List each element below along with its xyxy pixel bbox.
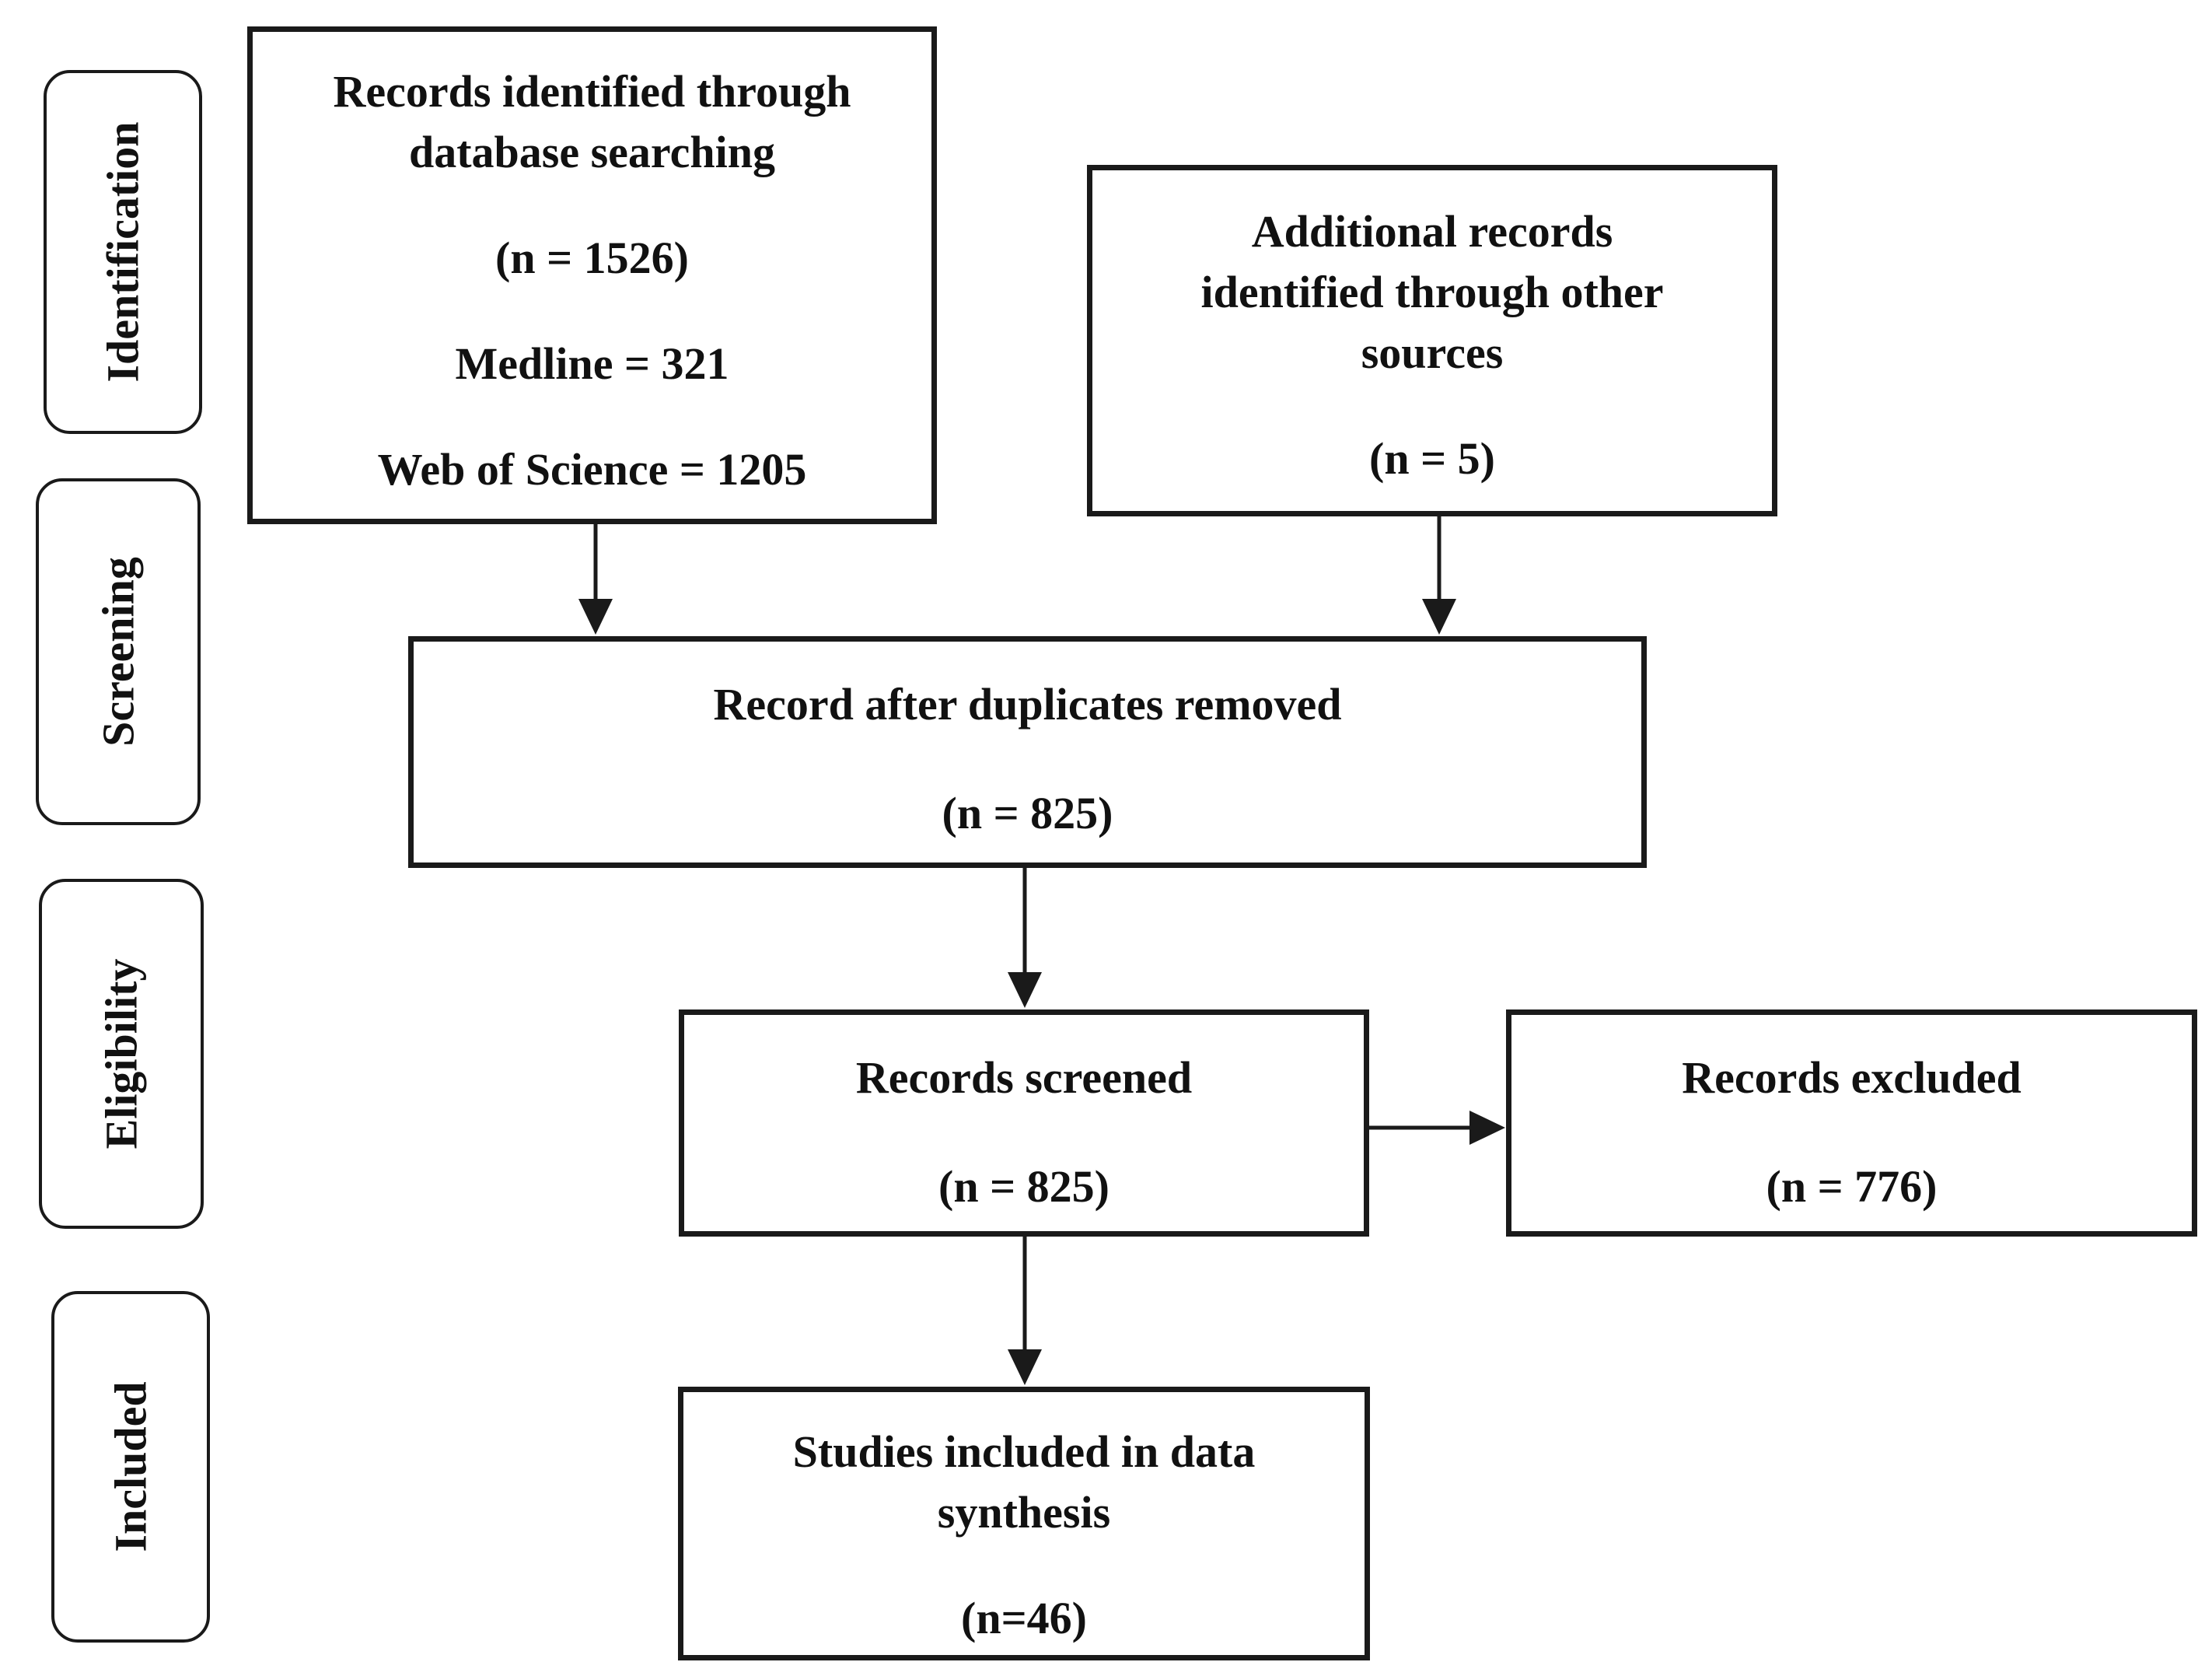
duplicates-removed-box: Record after duplicates removed (n = 825…: [408, 636, 1647, 868]
database-records-count: (n = 1526): [495, 233, 689, 283]
stage-eligibility: Eligibility: [39, 879, 204, 1229]
other-sources-box: Additional records identified through ot…: [1087, 165, 1777, 516]
medline-count: Medline = 321: [455, 338, 729, 389]
arrowhead-other-sources: [1422, 599, 1456, 635]
records-screened-count: (n = 825): [938, 1161, 1109, 1212]
records-screened-box: Records screened (n = 825): [679, 1009, 1369, 1237]
arrowhead-duplicates: [1008, 972, 1042, 1008]
arrowhead-database: [578, 599, 613, 635]
studies-included-title: Studies included in data synthesis: [792, 1426, 1256, 1538]
stage-screening: Screening: [36, 478, 201, 825]
web-of-science-count: Web of Science = 1205: [377, 444, 807, 495]
arrowhead-included: [1008, 1349, 1042, 1385]
other-sources-title: Additional records identified through ot…: [1200, 206, 1664, 378]
database-records-box: Records identified through database sear…: [247, 26, 937, 524]
other-sources-count: (n = 5): [1369, 433, 1495, 484]
studies-included-box: Studies included in data synthesis (n=46…: [678, 1387, 1370, 1660]
duplicates-removed-title: Record after duplicates removed: [713, 679, 1342, 730]
database-records-title: Records identified through database sear…: [333, 66, 851, 177]
arrowhead-excluded: [1469, 1111, 1505, 1145]
records-screened-title: Records screened: [855, 1052, 1193, 1103]
duplicates-removed-count: (n = 825): [942, 788, 1113, 838]
stage-identification: Identification: [44, 70, 202, 434]
records-excluded-title: Records excluded: [1682, 1052, 2022, 1103]
records-excluded-count: (n = 776): [1766, 1161, 1938, 1212]
stage-included: Included: [51, 1291, 210, 1643]
records-excluded-box: Records excluded (n = 776): [1506, 1009, 2197, 1237]
studies-included-count: (n=46): [961, 1593, 1087, 1643]
